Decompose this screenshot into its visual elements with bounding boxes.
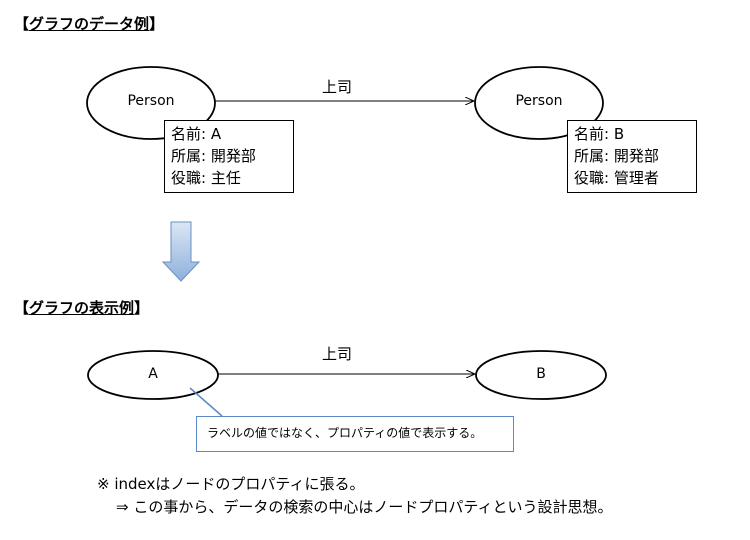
- target-properties: 名前: B 所属: 開発部 役職: 管理者: [567, 120, 697, 193]
- target-node-label: Person: [515, 93, 563, 109]
- note-index: ※ indexはノードのプロパティに張る。: [97, 475, 365, 493]
- target-prop-role: 役職: 管理者: [574, 169, 659, 187]
- source-prop-dept: 所属: 開発部: [171, 147, 256, 165]
- heading-display-example: 【グラフの表示例】: [14, 299, 150, 317]
- source-node-label: Person: [127, 93, 175, 109]
- callout-box: ラベルの値ではなく、プロパティの値で表示する。: [196, 416, 514, 452]
- source-prop-name: 名前: A: [171, 125, 222, 143]
- down-arrow-icon: [161, 221, 201, 282]
- note-design: ⇒ この事から、データの検索の中心はノードプロパティという設計思想。: [116, 498, 613, 516]
- target-prop-dept: 所属: 開発部: [574, 147, 659, 165]
- edge-label-boss: 上司: [322, 78, 353, 96]
- node-a: [87, 350, 219, 400]
- target-prop-name: 名前: B: [574, 125, 625, 143]
- edge-label-boss-display: 上司: [322, 345, 353, 363]
- source-properties: 名前: A 所属: 開発部 役職: 主任: [164, 120, 294, 193]
- source-prop-role: 役職: 主任: [171, 169, 241, 187]
- node-b: [475, 350, 607, 400]
- node-b-label: B: [536, 366, 546, 382]
- heading-data-example: 【グラフのデータ例】: [14, 15, 165, 33]
- callout-text: ラベルの値ではなく、プロパティの値で表示する。: [207, 426, 483, 440]
- heading-display-example-text: グラフの表示例: [29, 299, 135, 317]
- node-a-label: A: [148, 366, 158, 382]
- heading-data-example-text: グラフのデータ例: [29, 15, 150, 33]
- callout-pointer: [189, 387, 223, 417]
